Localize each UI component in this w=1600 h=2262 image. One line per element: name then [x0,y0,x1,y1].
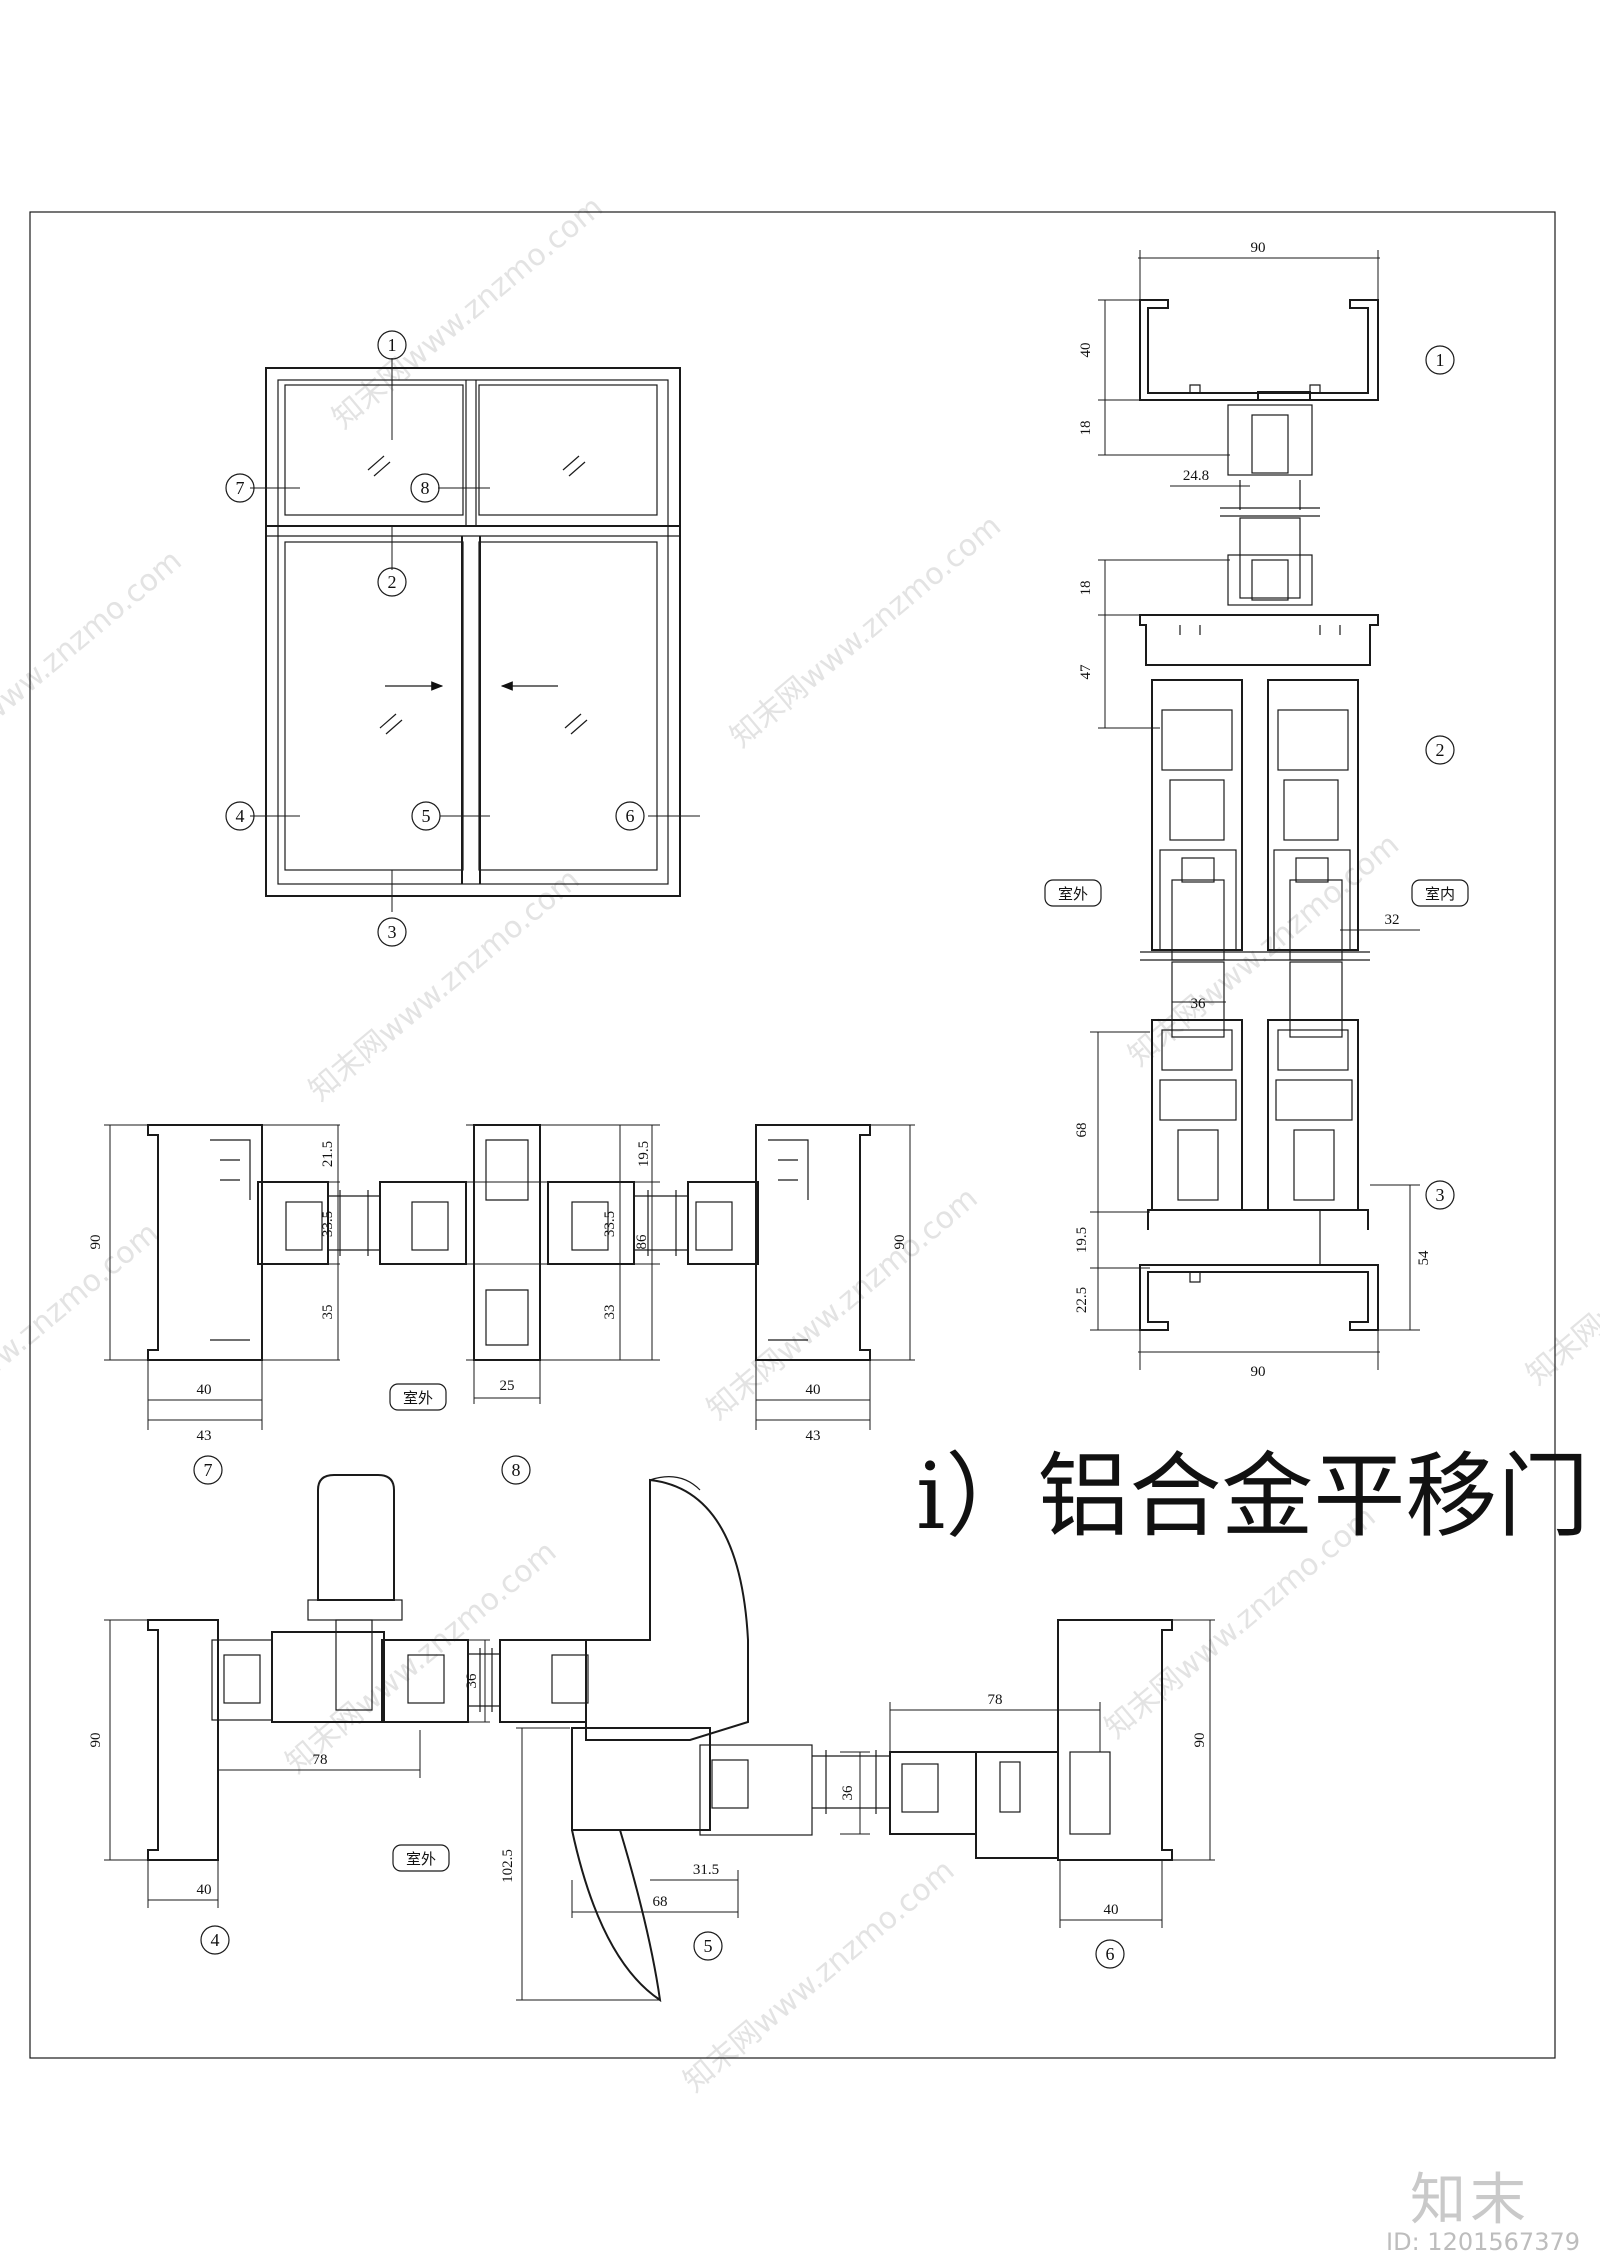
dim-bot-36b: 36 [840,1785,856,1801]
svg-text:5: 5 [422,806,431,826]
watermark-text: 知末网www.znzmo.com [677,1853,961,2099]
dim-bot-40-left: 40 [197,1882,212,1898]
callout-2-elev: 2 [377,567,407,597]
dim-bot-36a: 36 [464,1673,480,1689]
document-id: ID: 1201567379 [1386,2228,1580,2256]
dim-bot-31-5: 31.5 [693,1862,719,1878]
dim-mid-43-left: 43 [197,1428,212,1444]
callout-6-section: 6 [1095,1939,1125,1969]
watermark-text: 知末网www.znzmo.com [0,1215,165,1461]
dim-mid-43-right: 43 [806,1428,821,1444]
svg-text:2: 2 [1436,740,1445,760]
dim-right-top-width: 90 [1251,240,1266,256]
brand-logo-text: 知末 [1410,2168,1530,2233]
dim-mid-25: 25 [500,1378,515,1394]
callout-7-section: 7 [193,1455,223,1485]
callout-6-elev: 6 [615,801,645,831]
svg-text:4: 4 [211,1930,220,1950]
dim-right-40: 40 [1078,343,1094,358]
sheet-border [29,211,1556,2059]
watermark-text: 知末网www.znzmo.com [0,543,189,789]
dim-mid-90-left: 90 [88,1235,104,1250]
outdoor-tag-mid: 室外 [403,1390,433,1407]
vertical-section [1044,250,1469,1370]
dim-bot-78a: 78 [313,1752,328,1768]
callout-4-section: 4 [200,1925,230,1955]
dim-right-32: 32 [1385,912,1400,928]
svg-text:4: 4 [236,806,245,826]
svg-text:8: 8 [512,1460,521,1480]
callout-5-elev: 5 [411,801,441,831]
callout-2-section: 2 [1425,735,1455,765]
dim-mid-35: 35 [320,1305,336,1320]
indoor-tag: 室内 [1425,886,1455,903]
outdoor-tag-bottom: 室外 [406,1851,436,1868]
dim-right-54: 54 [1416,1250,1432,1266]
dim-mid-21-5: 21.5 [320,1141,336,1167]
dim-bot-78b: 78 [988,1692,1003,1708]
svg-text:1: 1 [388,335,397,355]
svg-text:2: 2 [388,572,397,592]
watermark-text: 知末网www.znzmo.com [724,508,1008,754]
dim-mid-40-right: 40 [806,1382,821,1398]
section-4-5-6 [104,1474,1215,2003]
dim-right-36: 36 [1191,996,1207,1012]
dim-right-bottom-width: 90 [1251,1364,1266,1380]
drawing-title: i）铝合金平移门 [916,1443,1589,1550]
dim-mid-40-left: 40 [197,1382,212,1398]
dim-bot-90-right: 90 [1192,1733,1208,1748]
door-elevation [250,358,700,912]
section-7-8 [104,1124,915,1430]
dim-right-18a: 18 [1078,421,1094,436]
dim-bot-102-5: 102.5 [500,1849,516,1883]
callout-8-elev: 8 [410,473,440,503]
dim-mid-86: 86 [634,1234,650,1250]
svg-text:1: 1 [1436,350,1445,370]
outdoor-tag-right: 室外 [1058,886,1088,903]
watermark-text: 知末网www.znzmo.com [326,190,610,436]
dim-right-22-5: 22.5 [1074,1287,1090,1313]
dim-bot-40-right: 40 [1104,1902,1119,1918]
svg-text:3: 3 [1436,1185,1445,1205]
watermark-text: 知末网www.znzmo.com [302,862,586,1108]
callout-7-elev: 7 [225,473,255,503]
callout-3-section: 3 [1425,1180,1455,1210]
callout-1-section: 1 [1425,345,1455,375]
dim-bot-68: 68 [653,1894,668,1910]
svg-text:3: 3 [388,922,397,942]
dim-right-19-5: 19.5 [1074,1227,1090,1253]
dim-mid-33-5b: 33.5 [602,1211,618,1237]
svg-text:8: 8 [421,478,430,498]
callout-3-elev: 3 [377,917,407,947]
callout-8-section: 8 [501,1455,531,1485]
svg-text:6: 6 [626,806,635,826]
dim-mid-19-5: 19.5 [636,1141,652,1167]
dim-mid-90-right: 90 [892,1235,908,1250]
callout-4-elev: 4 [225,801,255,831]
dim-right-47: 47 [1078,664,1094,680]
svg-text:6: 6 [1106,1944,1115,1964]
svg-text:7: 7 [204,1460,213,1480]
dim-right-68: 68 [1074,1123,1090,1138]
dim-mid-33-5a: 33.5 [320,1211,336,1237]
svg-text:5: 5 [704,1936,713,1956]
callout-1-elev: 1 [377,330,407,360]
watermark-text: 知末网www.znzmo.com [1520,1146,1600,1392]
dim-right-18b: 18 [1078,581,1094,596]
watermark-text: 知末网www.znzmo.com [700,1181,984,1427]
dim-mid-33: 33 [602,1305,618,1320]
dim-bot-90-left: 90 [88,1733,104,1748]
watermark-text: 知末网www.znzmo.com [279,1534,563,1780]
svg-text:7: 7 [236,478,245,498]
dim-right-24-8: 24.8 [1183,468,1209,484]
callout-5-section: 5 [693,1931,723,1961]
